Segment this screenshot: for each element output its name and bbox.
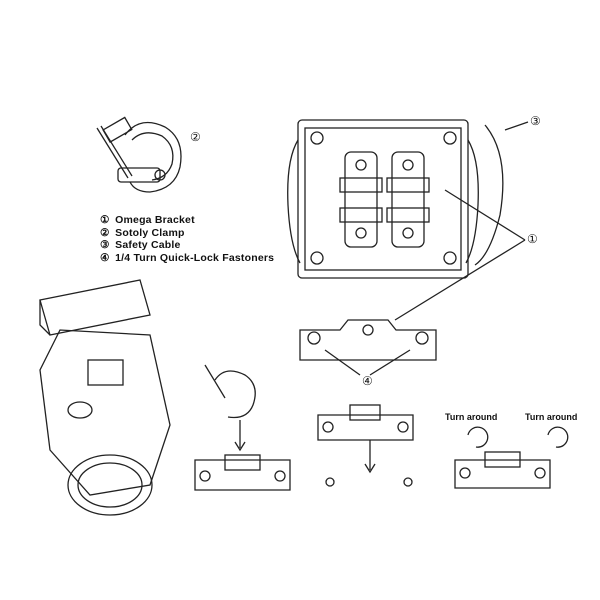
legend-number: ④ — [100, 251, 110, 264]
fixture-bottom-view — [287, 119, 529, 321]
legend-number: ② — [100, 226, 110, 239]
callout-fasteners: ④ — [362, 374, 373, 388]
legend-number: ① — [100, 214, 110, 226]
legend-label: Safety Cable — [115, 239, 181, 251]
omega-bracket-drawing — [299, 319, 437, 376]
callout-cable: ③ — [530, 114, 541, 128]
clamp-attach-drawing — [194, 364, 569, 491]
turn-around-label: Turn around — [445, 412, 498, 422]
legend-item: ④ 1/4 Turn Quick-Lock Fastoners — [100, 252, 274, 265]
turn-around-label: Turn around — [525, 412, 578, 422]
callout-clamp: ② — [190, 130, 201, 144]
safety-clamp-drawing — [96, 116, 182, 193]
legend-label: Sotoly Clamp — [115, 226, 185, 239]
callout-bracket: ① — [527, 232, 538, 246]
moving-head-fixture-drawing — [39, 279, 171, 516]
legend-label: Omega Bracket — [115, 214, 195, 226]
legend-label: 1/4 Turn Quick-Lock Fastoners — [115, 251, 275, 264]
legend-number: ③ — [100, 239, 110, 251]
legend-item: ③ Safety Cable — [100, 239, 274, 252]
legend-item: ① Omega Bracket — [100, 214, 274, 227]
legend-item: ② Sotoly Clamp — [100, 227, 274, 240]
parts-legend: ① Omega Bracket ② Sotoly Clamp ③ Safety … — [100, 214, 274, 264]
